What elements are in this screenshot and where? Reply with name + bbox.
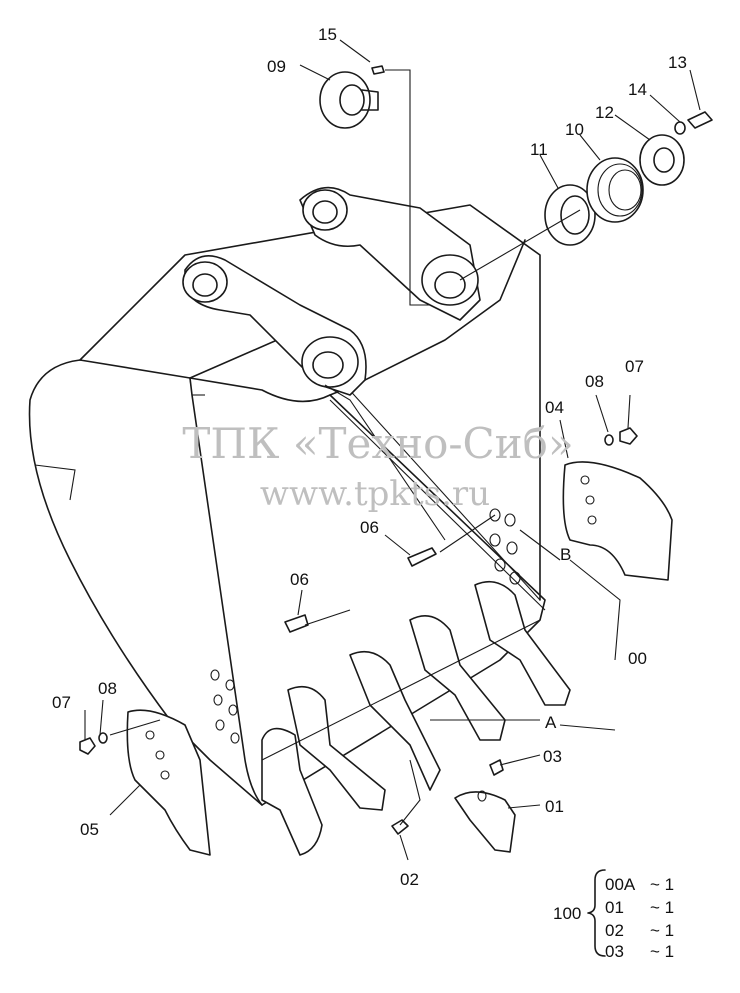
bolt-06-left xyxy=(284,614,309,633)
assembly-key-row-3-qty: ~ 1 xyxy=(650,921,674,940)
bolt-06-right xyxy=(407,547,437,567)
bushing-09 xyxy=(319,65,385,129)
callout-06-left: 06 xyxy=(290,570,309,589)
watermark-line1: ТПК «Техно-Сиб» xyxy=(182,419,573,468)
assembly-key-row-2-qty: ~ 1 xyxy=(650,898,674,917)
washer-08-right xyxy=(604,434,614,446)
washer-08-left xyxy=(98,732,108,744)
assembly-key-row-1-qty: ~ 1 xyxy=(650,875,674,894)
callout-13: 13 xyxy=(668,53,687,72)
callout-09: 09 xyxy=(267,57,286,76)
tooth-1 xyxy=(261,727,323,856)
assembly-key-row-4-qty: ~ 1 xyxy=(650,942,674,961)
side-cutter-right xyxy=(562,461,673,581)
callout-A: A xyxy=(545,713,557,732)
teeth-row xyxy=(261,580,571,856)
nut-07-left xyxy=(79,737,96,755)
callout-08-left: 08 xyxy=(98,679,117,698)
seal-11 xyxy=(544,184,596,246)
callout-15: 15 xyxy=(318,25,337,44)
callouts: 15 09 13 14 12 10 11 07 08 04 06 B 06 00… xyxy=(52,25,687,889)
assembly-key-row-3-part: 02 xyxy=(605,921,624,940)
nut-07-right xyxy=(619,427,638,445)
bolt-13 xyxy=(687,111,713,129)
callout-08-right: 08 xyxy=(585,372,604,391)
assembly-key-row-4-part: 03 xyxy=(605,942,624,961)
tooth-3 xyxy=(349,650,441,791)
tooth-5 xyxy=(474,580,571,706)
callout-05: 05 xyxy=(80,820,99,839)
assembly-key-row-2-part: 01 xyxy=(605,898,624,917)
lock-03 xyxy=(489,759,504,776)
callout-07-right: 07 xyxy=(625,357,644,376)
callout-14: 14 xyxy=(628,80,647,99)
tooth-4 xyxy=(409,614,506,741)
shim-pack-10 xyxy=(586,157,644,223)
pin-02 xyxy=(391,819,409,835)
bucket-shell xyxy=(28,204,546,806)
watermark-line2: www.tpkts.ru xyxy=(260,474,490,514)
leader-lines xyxy=(84,39,701,861)
bolt-holes xyxy=(210,508,521,744)
upper-bracket-rear xyxy=(299,186,481,321)
callout-07-left: 07 xyxy=(52,693,71,712)
plate-12 xyxy=(639,134,685,186)
assembly-key-row-1-part: 00A xyxy=(605,875,636,894)
side-cutter-left xyxy=(126,709,211,856)
callout-B: B xyxy=(560,545,571,564)
assembly-key: 100 00A ~ 1 01 ~ 1 02 ~ 1 03 ~ 1 xyxy=(553,869,674,961)
callout-10: 10 xyxy=(565,120,584,139)
callout-12: 12 xyxy=(595,103,614,122)
assembly-key-label: 100 xyxy=(553,904,581,923)
callout-06-right: 06 xyxy=(360,518,379,537)
tooth-01 xyxy=(454,790,516,853)
tooth-2 xyxy=(287,685,386,811)
callout-04: 04 xyxy=(545,398,564,417)
callout-02: 02 xyxy=(400,870,419,889)
washer-14 xyxy=(674,121,686,135)
callout-03: 03 xyxy=(543,747,562,766)
upper-bracket-front xyxy=(182,254,367,396)
callout-11: 11 xyxy=(530,140,548,159)
callout-00: 00 xyxy=(628,649,647,668)
callout-01: 01 xyxy=(545,797,564,816)
